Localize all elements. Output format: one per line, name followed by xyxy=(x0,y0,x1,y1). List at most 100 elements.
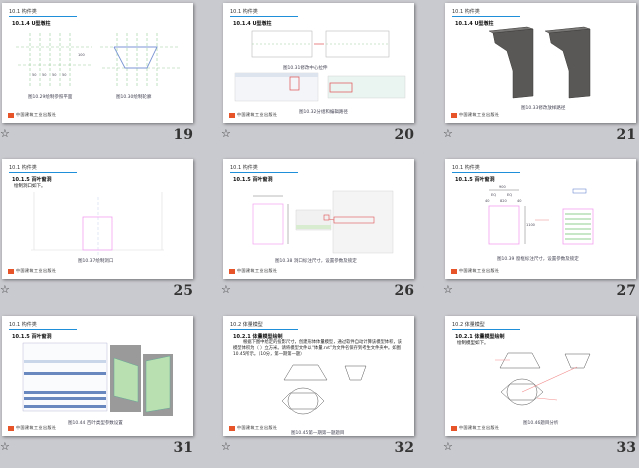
mass-model-analysis xyxy=(495,352,591,406)
slide-number: 27 xyxy=(616,283,636,299)
dim-label: 40 xyxy=(485,199,490,203)
slide-note: 绘制洞口如下。 xyxy=(14,184,46,189)
star-icon[interactable]: ☆ xyxy=(221,440,231,453)
slide-number: 32 xyxy=(394,440,414,456)
dim-label: 1100 xyxy=(526,223,535,227)
slide-preview[interactable]: 10.1 构件类 10.1.4 U型墩柱 50 50 50 50 100 图10… xyxy=(2,3,193,123)
dim-label: 100 xyxy=(78,53,85,57)
figure-caption: 图10.37绘制洞口 xyxy=(78,259,114,264)
opening-drawing xyxy=(31,192,164,256)
figure-caption: 图10.38 洞口标注尺寸，设置参数及锁定 xyxy=(275,259,357,264)
publisher-logo: 中国建筑工业出版社 xyxy=(451,268,500,274)
slide-thumbnail-32[interactable]: 10.2 体量模型 10.2.1 体量模型绘制 根据下图中给定的投影尺寸，创建形… xyxy=(221,313,433,468)
subsection-title: 10.2.1 体量模型绘制 xyxy=(233,334,283,340)
dim-label: 50 xyxy=(42,73,47,77)
figure-caption: 图10.30绘制轮廓 xyxy=(116,95,152,100)
slide-number: 19 xyxy=(173,127,193,143)
reference-plane-drawing xyxy=(16,33,180,88)
u-pier-3d-model xyxy=(488,26,591,99)
slide-preview[interactable]: 10.1 构件类 10.1.4 U型墩柱 图10.33修改放样路径 中国建筑工业… xyxy=(445,3,636,123)
publisher-logo: 中国建筑工业出版社 xyxy=(229,425,278,431)
section-title: 10.1 构件类 xyxy=(9,9,37,15)
dim-label: 900 xyxy=(499,185,506,189)
header-rule xyxy=(452,329,520,330)
publisher-logo: 中国建筑工业出版社 xyxy=(229,112,278,118)
slide-number: 31 xyxy=(173,440,193,456)
slide-preview[interactable]: 10.2 体量模型 10.2.1 体量模型绘制 根据下图中给定的投影尺寸，创建形… xyxy=(223,316,414,436)
figure-caption: 图10.45第一期第一题题目 xyxy=(291,431,345,436)
publisher-logo: 中国建筑工业出版社 xyxy=(8,268,57,274)
slide-thumbnail-21[interactable]: 10.1 构件类 10.1.4 U型墩柱 图10.33修改放样路径 中国建筑工业… xyxy=(443,0,639,155)
slide-thumbnail-33[interactable]: 10.2 体量模型 10.2.1 体量模型绘制 绘制模型如下。 图10.46题目… xyxy=(443,313,639,468)
star-icon[interactable]: ☆ xyxy=(0,283,10,296)
publisher-logo: 中国建筑工业出版社 xyxy=(229,268,278,274)
star-icon[interactable]: ☆ xyxy=(0,440,10,453)
section-title: 10.1 构件类 xyxy=(230,9,258,15)
header-rule xyxy=(230,16,298,17)
slide-preview[interactable]: 10.1 构件类 10.1.5 百叶窗洞 900 EQ EQ 820 40 40… xyxy=(445,159,636,279)
subsection-title: 10.1.4 U型墩柱 xyxy=(12,21,51,27)
slide-thumbnail-20[interactable]: 10.1 构件类 10.1.4 U型墩柱 图10.31修改中心拉伸 图10.32… xyxy=(221,0,433,155)
header-rule xyxy=(452,16,520,17)
header-rule xyxy=(230,172,298,173)
dim-label: 50 xyxy=(62,73,67,77)
dim-label: 50 xyxy=(52,73,57,77)
mass-model-projection xyxy=(281,364,367,415)
figure-caption: 图10.29绘制参照平面 xyxy=(28,95,73,100)
figure-caption: 图10.39 窗框标注尺寸，设置参数及锁定 xyxy=(497,257,579,262)
section-title: 10.2 体量模型 xyxy=(452,322,485,328)
figure-caption: 图10.46题目分析 xyxy=(523,421,559,426)
header-rule xyxy=(9,16,77,17)
publisher-logo: 中国建筑工业出版社 xyxy=(8,112,57,118)
slide-note: 绘制模型如下。 xyxy=(457,341,489,346)
figure-caption: 图10.31修改中心拉伸 xyxy=(283,66,328,71)
publisher-logo: 中国建筑工业出版社 xyxy=(451,425,500,431)
star-icon[interactable]: ☆ xyxy=(221,127,231,140)
slide-number: 20 xyxy=(394,127,414,143)
figure-caption: 图10.33修改放样路径 xyxy=(521,106,566,111)
slide-preview[interactable]: 10.1 构件类 10.1.5 百叶窗洞 图10.44 百叶类型参数设置 中国建… xyxy=(2,316,193,436)
slide-thumbnail-25[interactable]: 10.1 构件类 10.1.5 百叶窗洞 绘制洞口如下。 图10.37绘制洞口 … xyxy=(0,156,212,311)
section-title: 10.1 构件类 xyxy=(230,165,258,171)
slide-preview[interactable]: 10.1 构件类 10.1.5 百叶窗洞 图10.38 洞口标注尺寸，设置参数及… xyxy=(223,159,414,279)
subsection-title: 10.1.4 U型墩柱 xyxy=(455,21,494,27)
dim-label: EQ xyxy=(507,193,512,197)
star-icon[interactable]: ☆ xyxy=(443,127,453,140)
extrusion-drawing xyxy=(234,30,406,102)
slide-preview[interactable]: 10.1 构件类 10.1.4 U型墩柱 图10.31修改中心拉伸 图10.32… xyxy=(223,3,414,123)
star-icon[interactable]: ☆ xyxy=(443,440,453,453)
header-rule xyxy=(9,329,77,330)
slide-number: 25 xyxy=(173,283,193,299)
header-rule xyxy=(9,172,77,173)
star-icon[interactable]: ☆ xyxy=(0,127,10,140)
figure-caption: 图10.32分组和编辑路径 xyxy=(299,110,348,115)
header-rule xyxy=(230,329,298,330)
subsection-title: 10.1.4 U型墩柱 xyxy=(233,21,272,27)
subsection-title: 10.1.5 百叶窗洞 xyxy=(12,334,52,340)
parameter-dialog-drawing xyxy=(252,190,394,254)
slide-thumbnail-26[interactable]: 10.1 构件类 10.1.5 百叶窗洞 图10.38 洞口标注尺寸，设置参数及… xyxy=(221,156,433,311)
slide-number: 26 xyxy=(394,283,414,299)
star-icon[interactable]: ☆ xyxy=(221,283,231,296)
dim-label: 820 xyxy=(500,199,507,203)
publisher-logo: 中国建筑工业出版社 xyxy=(8,425,57,431)
slide-number: 21 xyxy=(616,127,636,143)
slide-preview[interactable]: 10.1 构件类 10.1.5 百叶窗洞 绘制洞口如下。 图10.37绘制洞口 … xyxy=(2,159,193,279)
subsection-title: 10.1.5 百叶窗洞 xyxy=(12,177,52,183)
slide-preview[interactable]: 10.2 体量模型 10.2.1 体量模型绘制 绘制模型如下。 图10.46题目… xyxy=(445,316,636,436)
subsection-title: 10.1.5 百叶窗洞 xyxy=(455,177,495,183)
slide-number: 33 xyxy=(616,440,636,456)
slide-thumbnail-31[interactable]: 10.1 构件类 10.1.5 百叶窗洞 图10.44 百叶类型参数设置 中国建… xyxy=(0,313,212,468)
slide-thumbnail-27[interactable]: 10.1 构件类 10.1.5 百叶窗洞 900 EQ EQ 820 40 40… xyxy=(443,156,639,311)
subsection-title: 10.1.5 百叶窗洞 xyxy=(233,177,273,183)
section-title: 10.1 构件类 xyxy=(9,322,37,328)
dim-label: 50 xyxy=(32,73,37,77)
louver-type-drawing xyxy=(22,342,173,416)
slide-thumbnail-19[interactable]: 10.1 构件类 10.1.4 U型墩柱 50 50 50 50 100 图10… xyxy=(0,0,212,155)
section-title: 10.1 构件类 xyxy=(452,165,480,171)
window-frame-drawing xyxy=(488,188,594,245)
star-icon[interactable]: ☆ xyxy=(443,283,453,296)
section-title: 10.1 构件类 xyxy=(9,165,37,171)
publisher-logo: 中国建筑工业出版社 xyxy=(451,112,500,118)
dim-label: 40 xyxy=(517,199,522,203)
